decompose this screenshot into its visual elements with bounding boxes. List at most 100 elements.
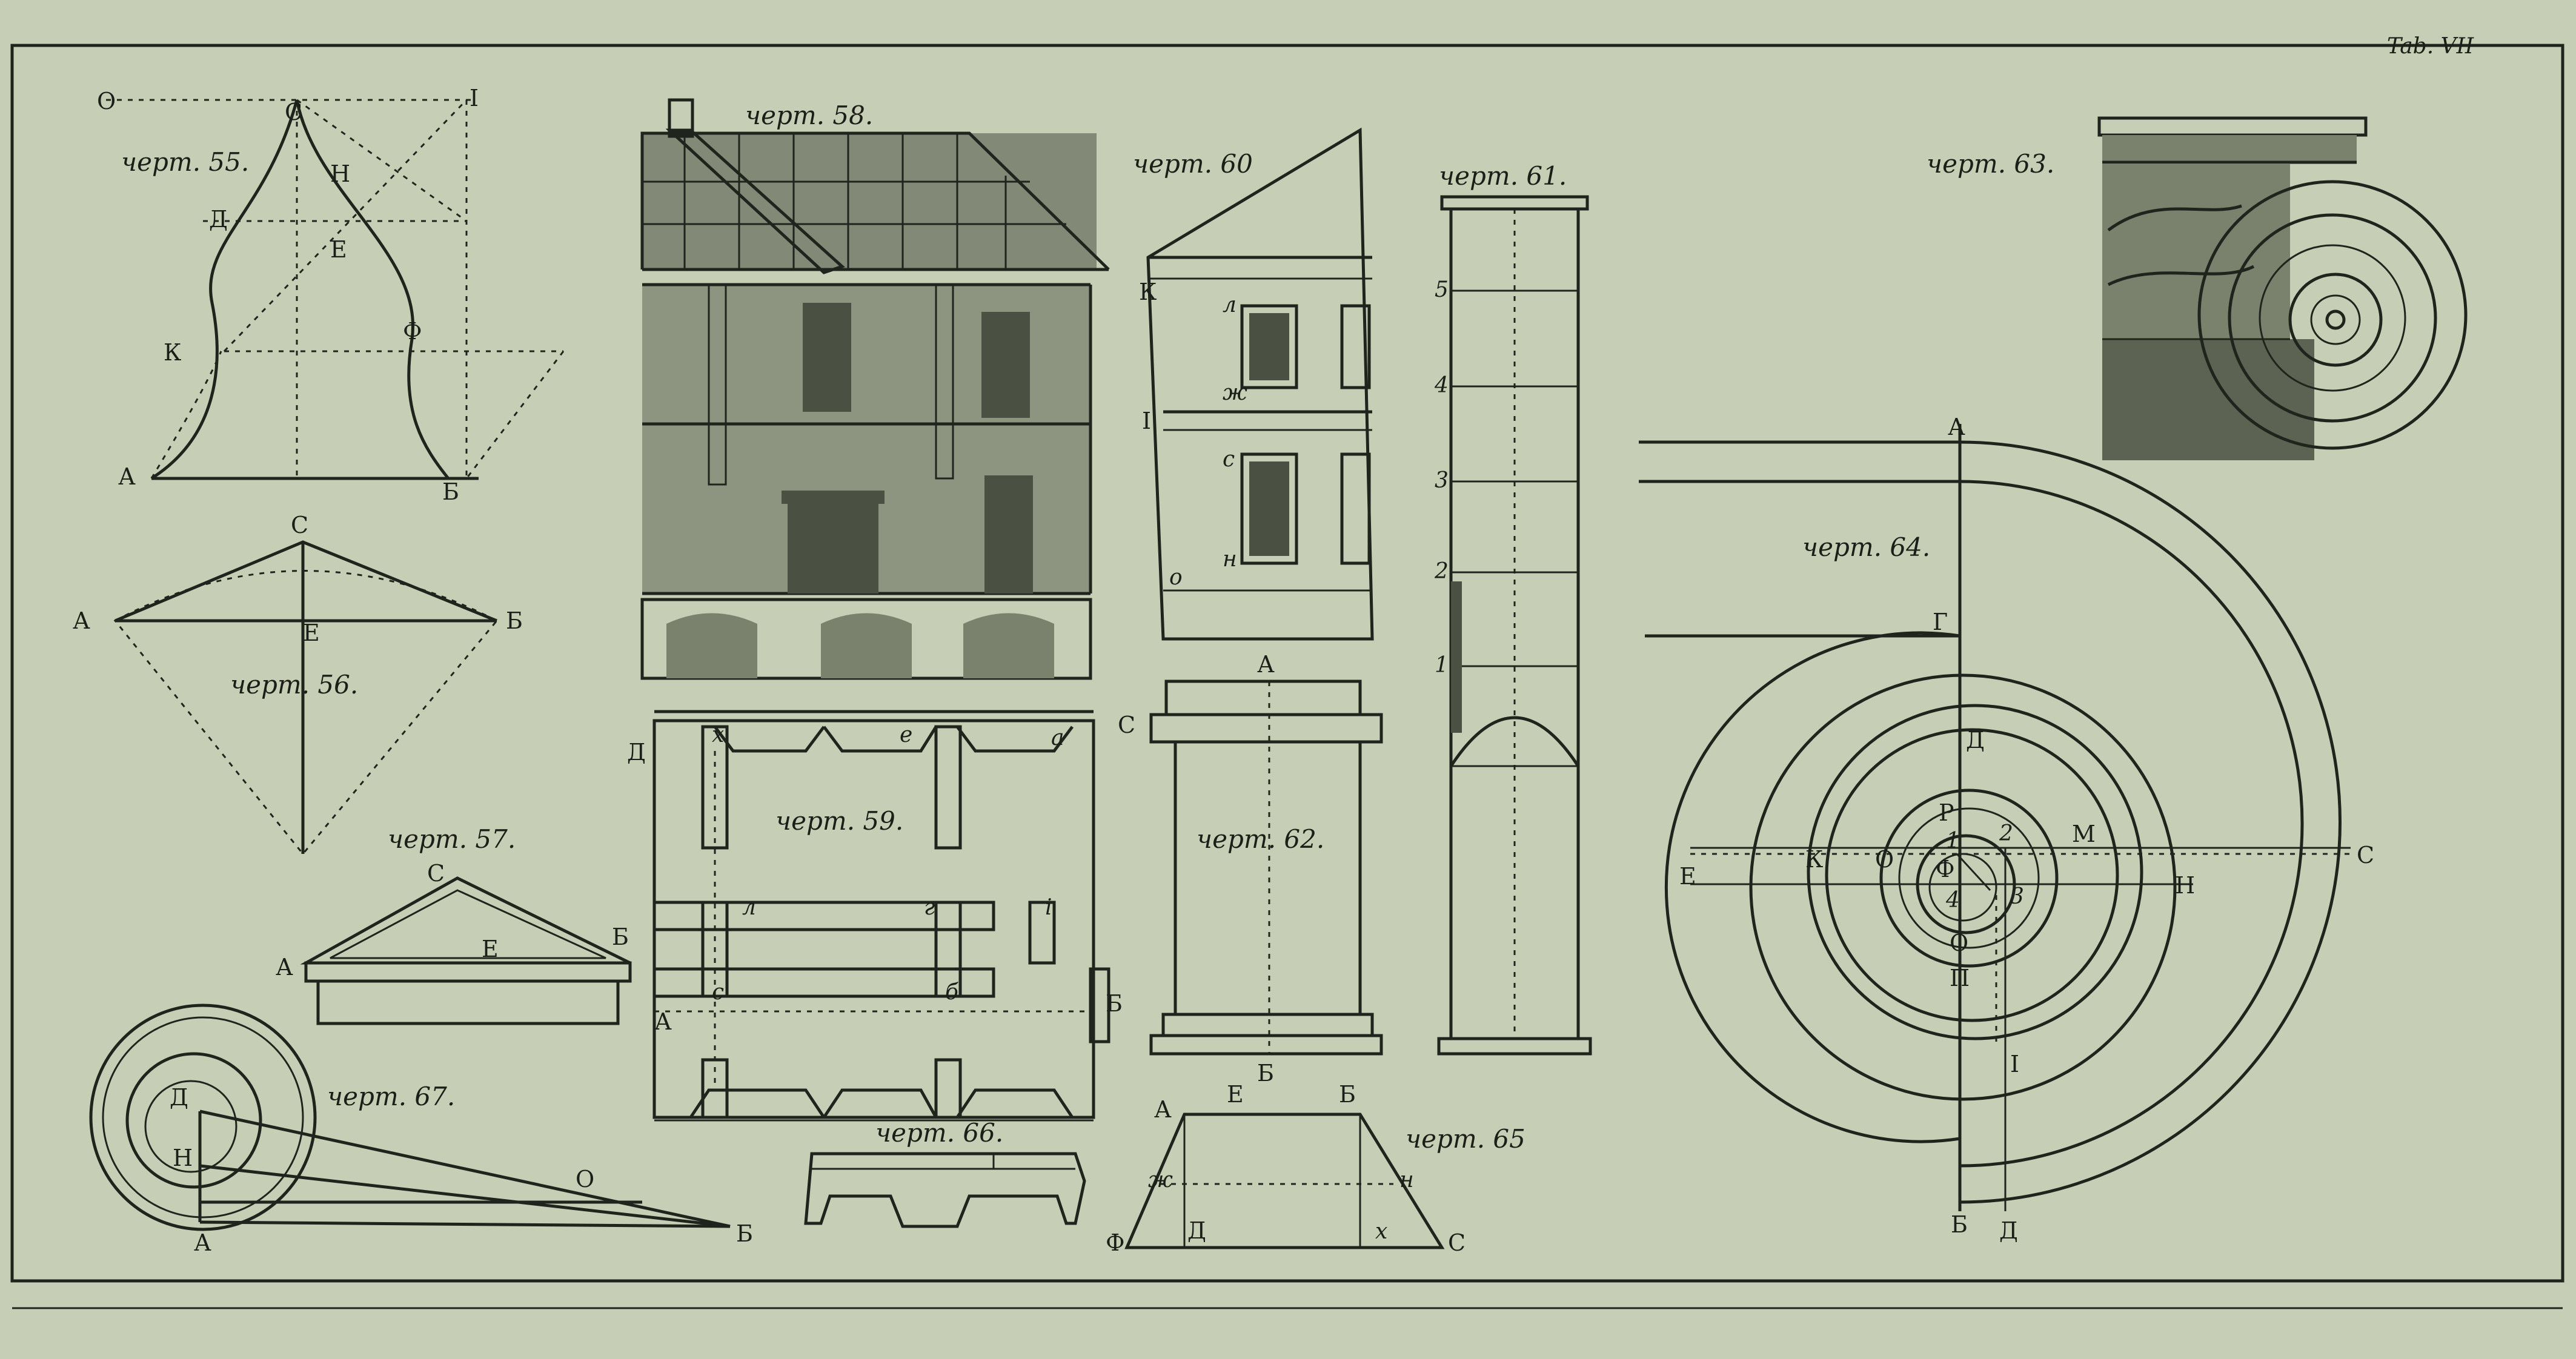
fig61-label-2: 2 — [1434, 559, 1449, 584]
fig60-label-o: о — [1169, 565, 1183, 590]
fig60-label-s: с — [1223, 447, 1235, 472]
fig59-label-d: Д — [627, 739, 646, 765]
figure-63: черт. 63. — [1927, 116, 2468, 460]
fig65-label-n: н — [1399, 1168, 1414, 1192]
fig56-label-c: С — [291, 512, 308, 538]
fig59-label-s: с — [712, 980, 724, 1005]
fig65-caption: черт. 65 — [1406, 1124, 1525, 1154]
fig64-label-d2: Д — [1999, 1217, 2018, 1244]
figure-59: черт. 59. Д А Б х е а л — [627, 710, 1123, 1122]
fig57-label-c: С — [427, 860, 445, 887]
figure-57: черт. 57. С А Е Б — [276, 824, 632, 1025]
figure-67: черт. 67. Д Н О А Б — [89, 1004, 753, 1256]
fig59-label-e: е — [900, 722, 912, 747]
figure-64: черт. 64. А Г Д Р М Е К О Ф С Н О П І Б … — [1639, 414, 2374, 1244]
fig57-label-e: Е — [482, 936, 499, 962]
fig55-label-n: Н — [330, 160, 350, 187]
fig61-caption: черт. 61. — [1439, 161, 1567, 191]
fig59-caption: черт. 59. — [775, 806, 903, 836]
fig55-label-a: А — [118, 463, 136, 490]
fig60-label-n: н — [1223, 547, 1237, 572]
fig67-label-o: О — [576, 1166, 594, 1192]
fig62-label-a: А — [1257, 651, 1275, 678]
figure-60: черт. 60 К л ж І с н о — [1133, 127, 1374, 641]
fig61-label-3: 3 — [1435, 468, 1449, 493]
fig67-label-d: Д — [170, 1084, 188, 1111]
fig55-label-c: С — [285, 99, 302, 125]
figure-61: черт. 61. 5 4 3 2 1 — [1434, 161, 1592, 1056]
fig60-label-l: л — [1223, 293, 1237, 317]
fig64-label-2: 2 — [1999, 821, 2013, 846]
fig65-label-b: Б — [1339, 1081, 1356, 1108]
fig55-label-e: Е — [330, 236, 347, 263]
fig64-label-o: О — [1875, 846, 1894, 873]
fig59-label-b: Б — [1106, 990, 1123, 1017]
fig65-label-e: Е — [1227, 1081, 1244, 1108]
fig67-label-b: Б — [736, 1220, 753, 1247]
fig67-caption: черт. 67. — [327, 1082, 455, 1111]
fig59-label-i: і — [1045, 895, 1052, 920]
fig60-caption: черт. 60 — [1133, 149, 1253, 179]
fig64-label-a: А — [1948, 414, 1965, 440]
figure-56: черт. 56. С А Б Е — [73, 512, 523, 856]
fig62-label-c: С — [1118, 712, 1135, 738]
fig64-label-g: Г — [1933, 609, 1948, 635]
fig64-label-3: 3 — [2010, 884, 2024, 909]
fig64-label-b: Б — [1951, 1211, 1968, 1238]
fig55-label-o: О — [97, 88, 116, 114]
fig64-label-p: П — [1950, 965, 1970, 991]
fig59-label-b2: б — [945, 980, 959, 1005]
figure-66: черт. 66. — [804, 1118, 1086, 1228]
fig64-label-d: Д — [1966, 727, 1985, 753]
fig59-label-l: л — [742, 895, 756, 920]
fig56-label-e: Е — [303, 620, 320, 646]
fig56-label-a: А — [73, 607, 90, 634]
fig65-label-c: С — [1448, 1229, 1466, 1256]
fig65-label-a: А — [1154, 1096, 1172, 1123]
plate-border — [10, 44, 2564, 1283]
fig67-label-n: Н — [173, 1145, 193, 1171]
fig59-label-a: А — [654, 1008, 672, 1035]
fig64-label-f: Ф — [1936, 856, 1955, 882]
fig55-label-b: Б — [442, 478, 459, 505]
fig58-caption: черт. 58. — [745, 101, 873, 130]
fig61-label-5: 5 — [1435, 277, 1449, 302]
fig64-label-4: 4 — [1945, 888, 1960, 913]
fig60-label-zh: ж — [1223, 380, 1247, 405]
plate-mark: Tab. VII — [2387, 34, 2474, 59]
fig64-label-e: Е — [1679, 863, 1696, 890]
fig55-caption: черт. 55. — [121, 147, 249, 177]
fig66-caption: черт. 66. — [875, 1118, 1003, 1148]
fig61-label-4: 4 — [1434, 373, 1449, 398]
fig60-label-k: К — [1139, 279, 1157, 305]
fig65-label-zh: ж — [1148, 1168, 1173, 1192]
fig57-label-a: А — [276, 954, 293, 980]
fig59-label-x: х — [712, 722, 724, 747]
fig60-label-i: І — [1142, 408, 1151, 434]
fig61-label-1: 1 — [1435, 653, 1449, 678]
fig64-caption: черт. 64. — [1802, 532, 1930, 562]
figure-62: черт. 62. А С Б — [1118, 651, 1383, 1086]
fig57-label-b: Б — [612, 924, 629, 950]
fig64-label-m: М — [2072, 821, 2096, 847]
fig57-caption: черт. 57. — [388, 824, 516, 854]
fig62-caption: черт. 62. — [1197, 824, 1324, 854]
figure-58: черт. 58. — [640, 98, 1110, 680]
fig64-label-1: 1 — [1946, 828, 1960, 853]
fig59-label-g: г — [924, 895, 935, 920]
fig55-label-k: К — [164, 339, 181, 366]
fig64-label-r: Р — [1939, 799, 1954, 826]
fig64-label-c: С — [2357, 842, 2374, 868]
fig64-label-n: Н — [2175, 872, 2195, 899]
fig65-label-f: Ф — [1106, 1229, 1125, 1256]
fig64-label-o2: О — [1950, 930, 1968, 956]
figure-55: черт. 55. О С І Н Д Е К Ф А Б — [97, 85, 565, 505]
fig56-caption: черт. 56. — [230, 670, 358, 699]
figure-65: черт. 65 А Е Б ж н Ф Д х С — [1106, 1081, 1525, 1256]
fig55-label-d: Д — [209, 206, 228, 233]
fig55-label-i: І — [470, 85, 479, 111]
fig65-label-d: Д — [1187, 1217, 1206, 1244]
fig64-label-i: І — [2010, 1051, 2019, 1077]
fig59-label-a2: а — [1051, 726, 1064, 750]
